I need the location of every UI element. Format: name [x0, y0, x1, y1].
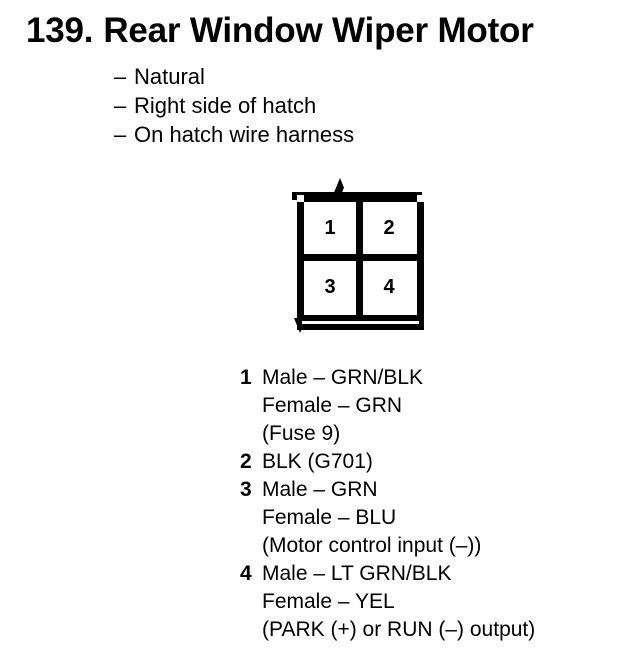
connector-pin-cell-2: 2 [383, 216, 395, 239]
pin-legend-line: Male – LT GRN/BLK [262, 562, 452, 585]
pin-legend-number: 2 [240, 450, 252, 473]
dash-icon: – [114, 64, 127, 89]
note-item: – Right side of hatch [114, 91, 354, 120]
pin-legend-description: Male – GRN Female – BLU (Motor control i… [262, 476, 535, 560]
pin-legend-line: Female – GRN [262, 394, 403, 417]
pin-legend-number: 3 [240, 478, 252, 501]
pin-legend-line: BLK (G701) [262, 450, 373, 473]
page-title: 139.Rear Window Wiper Motor [26, 11, 534, 51]
pin-legend-entry: 3 Male – GRN Female – BLU (Motor control… [240, 476, 535, 560]
pin-legend-line: Male – GRN/BLK [262, 366, 424, 389]
notes-list: – Natural – Right side of hatch – On hat… [114, 62, 354, 149]
pin-legend-line: (Fuse 9) [262, 422, 341, 445]
pin-legend: 1 Male – GRN/BLK Female – GRN (Fuse 9) 2… [240, 364, 535, 644]
latch-opening [341, 185, 349, 195]
connector-pin-cell-3: 3 [324, 275, 336, 298]
connector-pin-cell-1: 1 [324, 216, 336, 239]
pin-legend-entry: 2 BLK (G701) [240, 448, 535, 476]
page-title-text: Rear Window Wiper Motor [103, 11, 534, 50]
pin-legend-number: 4 [240, 562, 252, 585]
note-item-label: Natural [134, 64, 205, 89]
note-item: – Natural [114, 62, 354, 91]
connector-latch-tab-icon [333, 178, 367, 195]
pin-legend-number: 1 [240, 366, 252, 389]
note-item-label: On hatch wire harness [134, 122, 355, 147]
pin-legend-line: Female – BLU [262, 506, 397, 529]
connector-corner-notch-left [297, 195, 304, 202]
connector-skirt [294, 318, 427, 333]
note-item: – On hatch wire harness [114, 120, 354, 149]
skirt-gap [302, 321, 419, 324]
connector-divider-horizontal [304, 254, 417, 261]
dash-icon: – [114, 122, 127, 147]
connector-pin-cell-4: 4 [383, 275, 395, 298]
pin-legend-description: Male – GRN/BLK Female – GRN (Fuse 9) [262, 364, 535, 448]
pin-legend-description: BLK (G701) [262, 448, 535, 476]
page-title-number: 139. [26, 11, 94, 50]
pin-legend-line: (PARK (+) or RUN (–) output) [262, 618, 536, 641]
pin-legend-description: Male – LT GRN/BLK Female – YEL (PARK (+)… [262, 560, 535, 644]
connector-diagram: 1 2 3 4 [286, 178, 434, 338]
pin-legend-entry: 1 Male – GRN/BLK Female – GRN (Fuse 9) [240, 364, 535, 448]
pin-legend-line: Male – GRN [262, 478, 378, 501]
pin-legend-line: Female – YEL [262, 590, 395, 613]
connector-corner-notch-right [417, 195, 424, 202]
dash-icon: – [114, 93, 127, 118]
note-item-label: Right side of hatch [134, 93, 317, 118]
pin-legend-entry: 4 Male – LT GRN/BLK Female – YEL (PARK (… [240, 560, 535, 644]
pin-legend-line: (Motor control input (–)) [262, 534, 482, 557]
